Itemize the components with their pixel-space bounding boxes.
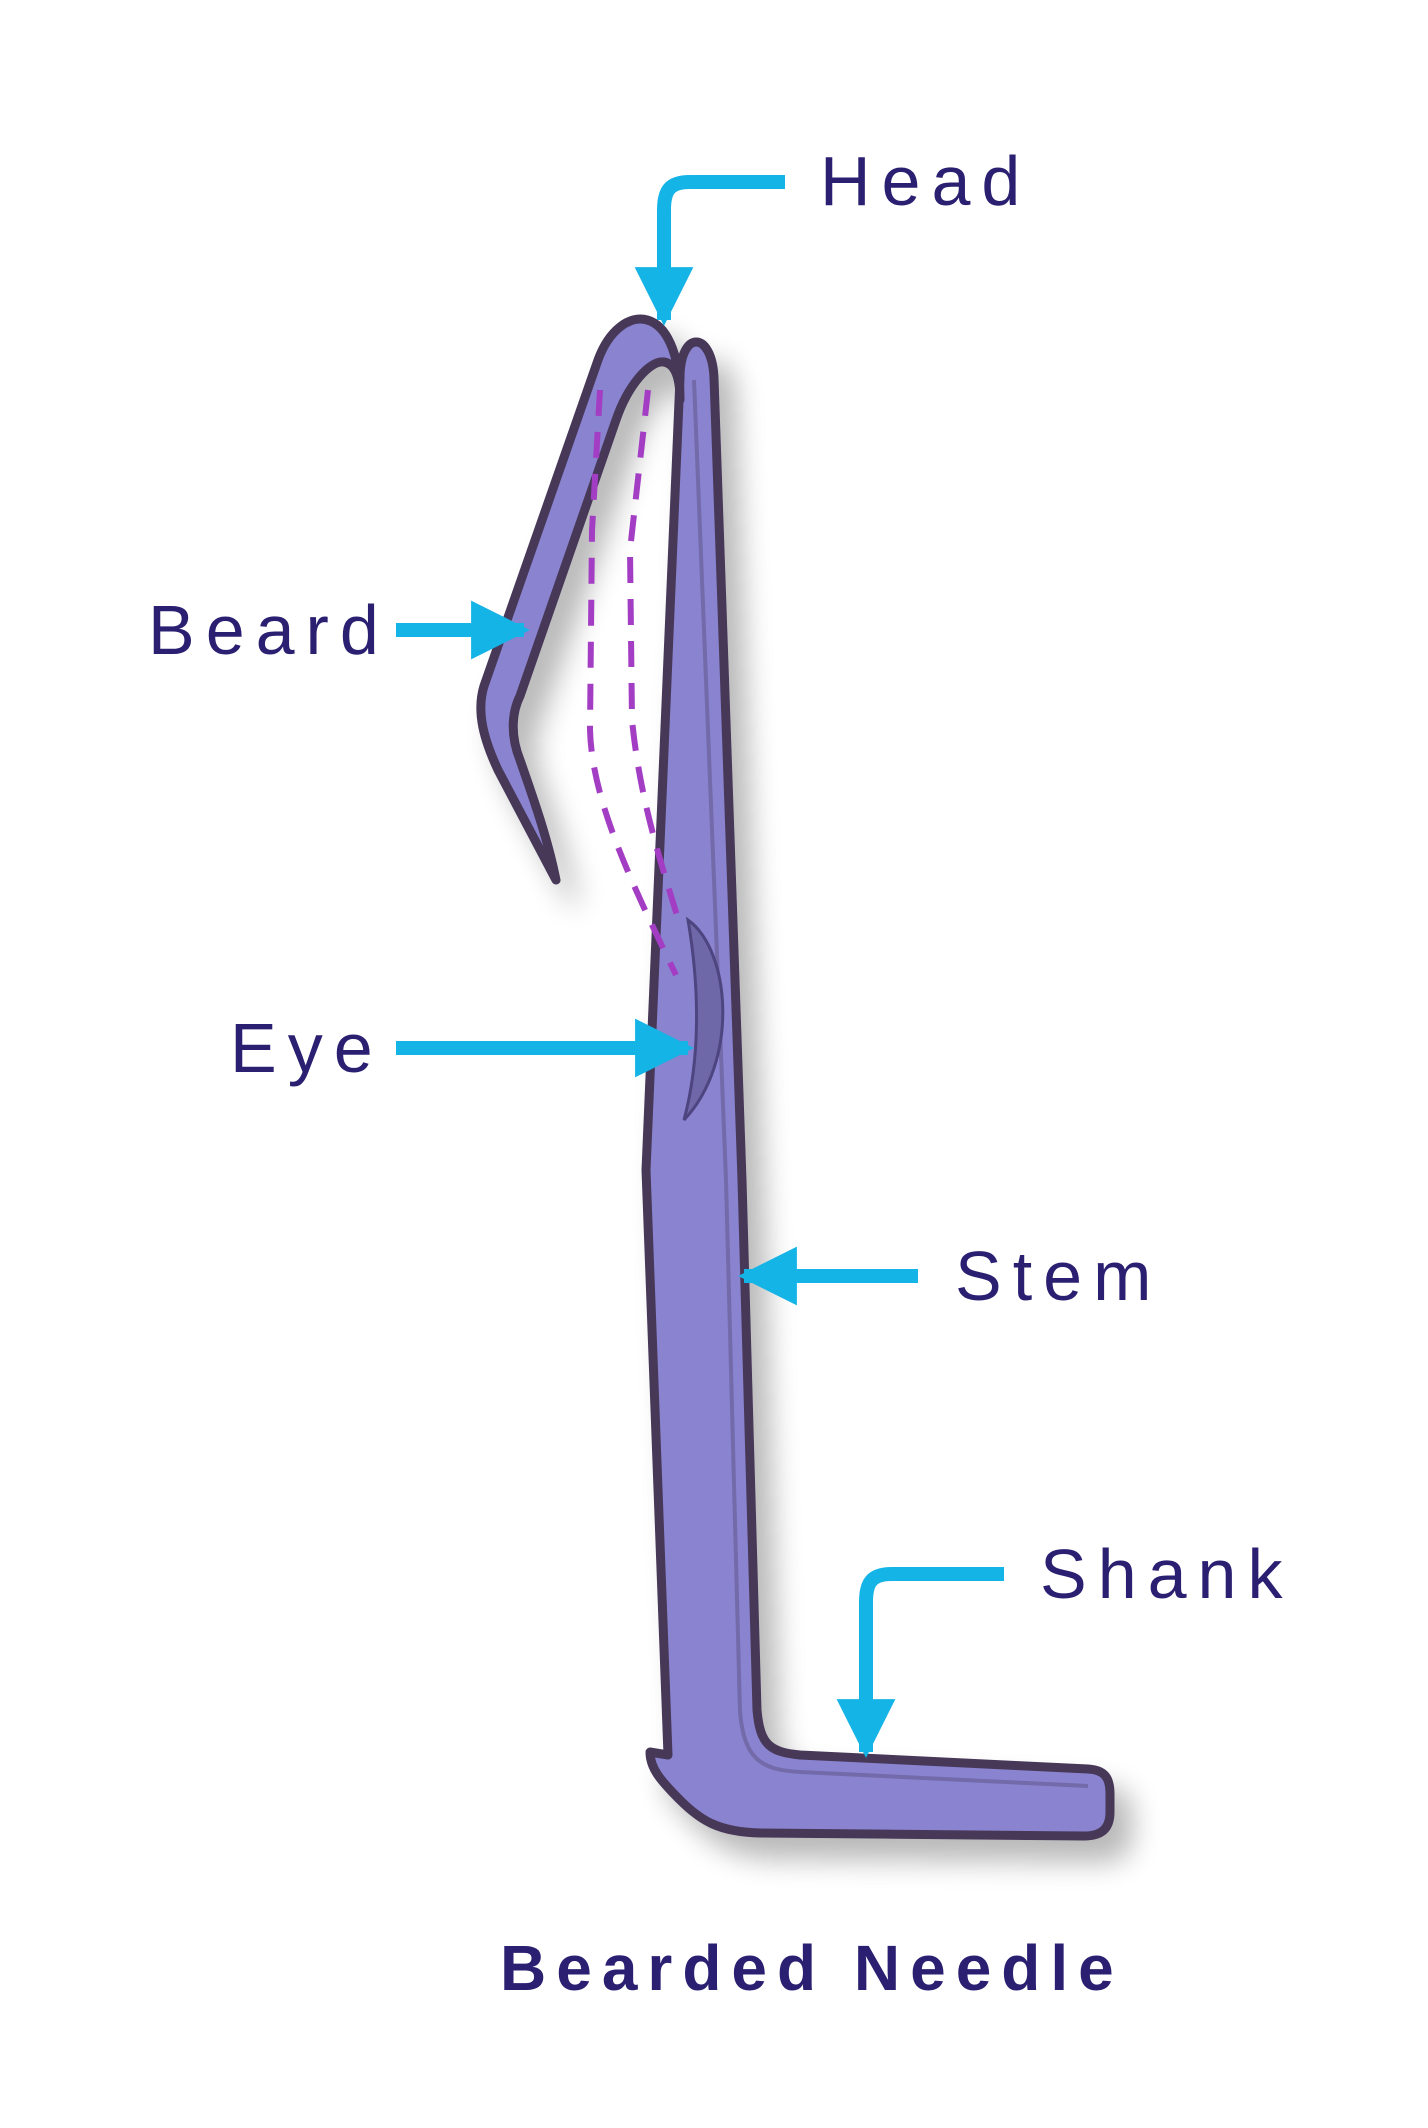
beard-dashed-line-inner bbox=[626, 389, 683, 926]
needle-inner-highlight bbox=[692, 379, 1089, 1788]
needle-head-beard bbox=[476, 314, 685, 885]
eye-label: Eye bbox=[230, 1009, 384, 1087]
diagram-title: Bearded Needle bbox=[500, 1932, 1124, 2004]
needle bbox=[476, 314, 1115, 1841]
shank-arrow bbox=[836, 1567, 1004, 1758]
head-label: Head bbox=[820, 142, 1031, 220]
stem-label: Stem bbox=[955, 1237, 1162, 1315]
beard-dashed-line-outer bbox=[586, 389, 679, 977]
beard-label: Beard bbox=[148, 591, 390, 669]
head-arrow bbox=[634, 175, 785, 326]
needle-stem-body bbox=[641, 337, 1115, 1841]
shank-label: Shank bbox=[1040, 1535, 1293, 1613]
